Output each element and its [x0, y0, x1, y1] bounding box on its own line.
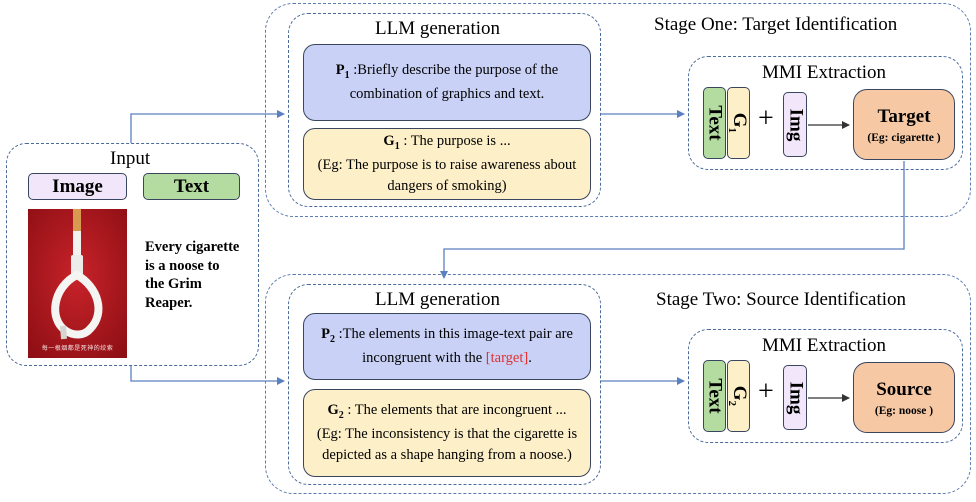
gen-sub: 1	[394, 141, 400, 153]
gen-label: G	[327, 402, 339, 419]
prompt-sub: 1	[344, 70, 350, 82]
stage-two-llm-title: LLM generation	[375, 289, 501, 310]
stage-one-img-box: Img	[783, 92, 807, 157]
prompt-sub: 2	[329, 334, 335, 346]
gen-text: : The elements that are incongruent ...	[343, 402, 567, 419]
stage-one-title: Stage One: Target Identification	[654, 14, 898, 35]
stage-one-llm-title: LLM generation	[375, 18, 501, 39]
source-result-box: Source (Eg: noose )	[853, 362, 955, 433]
stage-one-g-box: G1	[727, 87, 750, 159]
stage-two-prompt: P2 :The elements in this image-text pair…	[303, 313, 591, 380]
stage-two-container	[265, 274, 971, 494]
stage-one-mmi-panel	[688, 56, 963, 170]
image-tag: Image	[28, 173, 127, 200]
poster-caption: 每一根烟都是死神的绞索	[41, 345, 114, 352]
gen-example: (Eg: The purpose is to raise awareness a…	[317, 156, 577, 194]
stage-one-prompt: P1 :Briefly describe the purpose of the …	[303, 44, 591, 121]
stage-two-generation: G2 : The elements that are incongruent .…	[303, 389, 591, 477]
stage-two-g-box: G2	[727, 360, 750, 432]
gen-text: : The purpose is ...	[399, 133, 511, 150]
input-sample-text: Every cigarette is a noose to the Grim R…	[145, 239, 240, 311]
stage-one-mmi-title: MMI Extraction	[762, 62, 887, 83]
gen-example: (Eg: The inconsistency is that the cigar…	[316, 425, 578, 463]
stage-one-llm-panel	[288, 13, 601, 207]
stage-one-plus: +	[758, 103, 774, 134]
prompt-text: :Briefly describe the purpose of the com…	[349, 62, 559, 102]
stage-two-img-box: Img	[783, 365, 807, 430]
stage-two-mmi-title: MMI Extraction	[762, 335, 887, 356]
gen-label: G	[383, 133, 395, 150]
input-title: Input	[110, 148, 151, 169]
stage-two-mmi-panel	[688, 329, 963, 443]
stage-two-llm-panel	[288, 284, 601, 485]
stage-one-container	[265, 3, 971, 217]
gen-sub: 2	[338, 410, 344, 422]
prompt-label: P	[335, 62, 345, 79]
target-result-box: Target (Eg: cigarette )	[853, 89, 955, 160]
stage-one-generation: G1 : The purpose is ... (Eg: The purpose…	[303, 128, 591, 200]
stage-one-text-box: Text	[703, 87, 726, 159]
source-title: Source	[876, 378, 932, 400]
target-placeholder: [target]	[485, 349, 529, 366]
prompt-text: :The elements in this image-text pair ar…	[334, 326, 573, 366]
stage-two-plus: +	[758, 376, 774, 407]
anti-smoking-poster: 每一根烟都是死神的绞索	[28, 209, 127, 358]
source-example: (Eg: noose )	[874, 404, 934, 417]
input-panel	[6, 143, 259, 366]
stage-two-title: Stage Two: Source Identification	[656, 289, 907, 310]
stage-two-text-box: Text	[703, 360, 726, 432]
prompt-label: P	[321, 326, 330, 343]
target-title: Target	[877, 105, 931, 127]
target-example: (Eg: cigarette )	[867, 131, 941, 144]
text-tag: Text	[143, 173, 240, 200]
